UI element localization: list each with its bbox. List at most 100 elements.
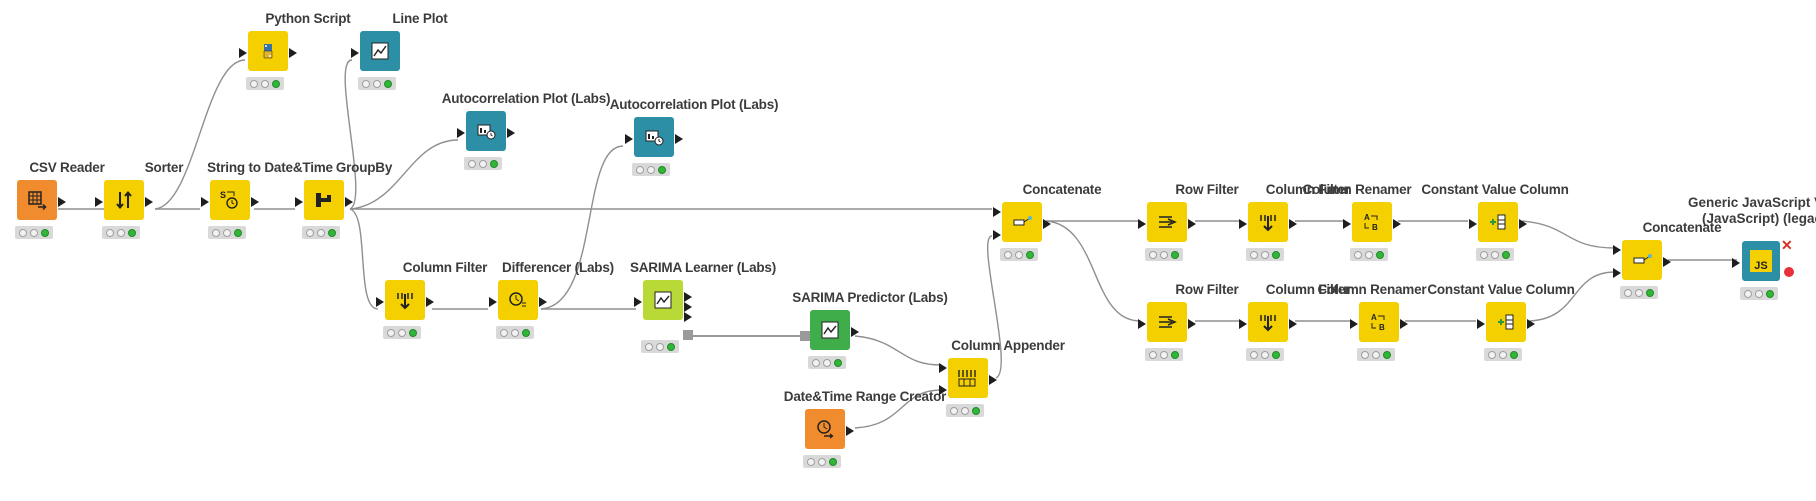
node-groupby[interactable]: GroupBy <box>295 160 424 270</box>
output-port[interactable] <box>251 197 259 207</box>
output-port[interactable] <box>675 134 683 144</box>
add-column-icon[interactable] <box>1478 202 1518 242</box>
output-port[interactable] <box>1188 219 1196 229</box>
output-port[interactable] <box>1043 219 1051 229</box>
sort-icon[interactable] <box>104 180 144 220</box>
learner-icon[interactable] <box>643 280 683 320</box>
node-row-filter-top[interactable]: Row Filter <box>1138 182 1267 292</box>
output-port[interactable] <box>989 375 997 385</box>
column-filter-icon[interactable] <box>385 280 425 320</box>
node-autocorrelation-plot-2[interactable]: Autocorrelation Plot (Labs) <box>610 97 778 207</box>
autocorrelation-icon[interactable] <box>634 117 674 157</box>
output-port[interactable] <box>1519 219 1527 229</box>
output-port[interactable] <box>684 292 692 302</box>
input-port[interactable] <box>1613 245 1621 255</box>
concatenate-icon[interactable] <box>1622 240 1662 280</box>
input-port[interactable] <box>489 297 497 307</box>
clock-icon[interactable] <box>805 409 845 449</box>
output-port[interactable] <box>539 297 547 307</box>
input-port[interactable] <box>1613 268 1621 278</box>
input-port[interactable] <box>1732 258 1740 268</box>
node-concatenate-1[interactable]: Concatenate <box>993 182 1122 292</box>
input-port[interactable] <box>939 385 947 395</box>
input-port[interactable] <box>201 197 209 207</box>
input-port[interactable] <box>1239 219 1247 229</box>
input-port[interactable] <box>634 297 642 307</box>
output-port[interactable] <box>851 327 859 337</box>
node-string-to-datetime[interactable]: String to Date&Time S <box>201 160 333 270</box>
output-port[interactable] <box>1289 219 1297 229</box>
node-sorter[interactable]: Sorter <box>95 160 224 270</box>
input-port[interactable] <box>1477 319 1485 329</box>
node-csv-reader[interactable]: CSV Reader <box>15 160 137 270</box>
node-column-filter[interactable]: Column Filter <box>376 260 505 370</box>
column-appender-icon[interactable] <box>948 358 988 398</box>
column-filter-icon[interactable] <box>1248 202 1288 242</box>
autocorrelation-icon[interactable] <box>466 111 506 151</box>
node-sarima-predictor[interactable]: SARIMA Predictor (Labs) <box>792 290 948 400</box>
output-port[interactable] <box>1663 257 1671 267</box>
column-filter-icon[interactable] <box>1248 302 1288 342</box>
input-port[interactable] <box>1138 319 1146 329</box>
row-filter-icon[interactable] <box>1147 302 1187 342</box>
output-port[interactable] <box>684 302 692 312</box>
concatenate-icon[interactable] <box>1002 202 1042 242</box>
input-port[interactable] <box>376 297 384 307</box>
output-port[interactable] <box>507 128 515 138</box>
line-chart-icon[interactable] <box>360 31 400 71</box>
node-line-plot[interactable]: Line Plot <box>351 11 480 121</box>
node-column-filter-top[interactable]: Column Filter <box>1239 182 1368 292</box>
add-column-icon[interactable] <box>1486 302 1526 342</box>
input-port[interactable] <box>625 134 633 144</box>
table-reader-icon[interactable] <box>17 180 57 220</box>
output-port[interactable] <box>289 48 297 58</box>
node-differencer[interactable]: Differencer (Labs) <box>489 260 618 370</box>
node-constant-value-column-bottom[interactable]: Constant Value Column <box>1427 282 1606 392</box>
input-port[interactable] <box>939 363 947 373</box>
input-port[interactable] <box>993 207 1001 217</box>
node-column-filter-bottom[interactable]: Column Filter <box>1239 282 1368 392</box>
node-sarima-learner[interactable]: SARIMA Learner (Labs) <box>630 260 776 370</box>
output-port[interactable] <box>426 297 434 307</box>
output-port[interactable] <box>1188 319 1196 329</box>
model-port[interactable] <box>683 330 693 340</box>
input-port[interactable] <box>1239 319 1247 329</box>
input-port[interactable] <box>239 48 247 58</box>
node-datetime-range-creator[interactable]: Date&Time Range Creator <box>784 389 946 499</box>
node-autocorrelation-plot-1[interactable]: Autocorrelation Plot (Labs) <box>442 91 610 201</box>
output-port[interactable] <box>1289 319 1297 329</box>
output-port[interactable] <box>145 197 153 207</box>
differencer-icon[interactable] <box>498 280 538 320</box>
input-port[interactable] <box>295 197 303 207</box>
javascript-icon[interactable]: JS <box>1742 241 1780 281</box>
output-port[interactable] <box>1400 319 1408 329</box>
input-port[interactable] <box>1343 219 1351 229</box>
node-python-script[interactable]: Python Script <box>239 11 368 121</box>
output-port[interactable] <box>846 426 854 436</box>
node-concatenate-2[interactable]: Concatenate <box>1613 220 1742 330</box>
node-generic-javascript-view[interactable]: Generic JavaScript V (JavaScript) (legac… <box>1688 195 1816 331</box>
output-port[interactable] <box>345 197 353 207</box>
node-row-filter-bottom[interactable]: Row Filter <box>1138 282 1267 392</box>
row-filter-icon[interactable] <box>1147 202 1187 242</box>
input-port[interactable] <box>1350 319 1358 329</box>
input-port[interactable] <box>95 197 103 207</box>
node-column-appender[interactable]: Column Appender <box>939 338 1068 448</box>
input-port[interactable] <box>457 128 465 138</box>
string-to-date-icon[interactable]: S <box>210 180 250 220</box>
input-port[interactable] <box>1138 219 1146 229</box>
output-port[interactable] <box>58 197 66 207</box>
model-input-port[interactable] <box>800 331 810 341</box>
input-port[interactable] <box>993 230 1001 240</box>
predictor-icon[interactable] <box>810 310 850 350</box>
output-port[interactable] <box>1527 319 1535 329</box>
python-icon[interactable] <box>248 31 288 71</box>
groupby-icon[interactable] <box>304 180 344 220</box>
input-port[interactable] <box>1469 219 1477 229</box>
input-port[interactable] <box>351 48 359 58</box>
